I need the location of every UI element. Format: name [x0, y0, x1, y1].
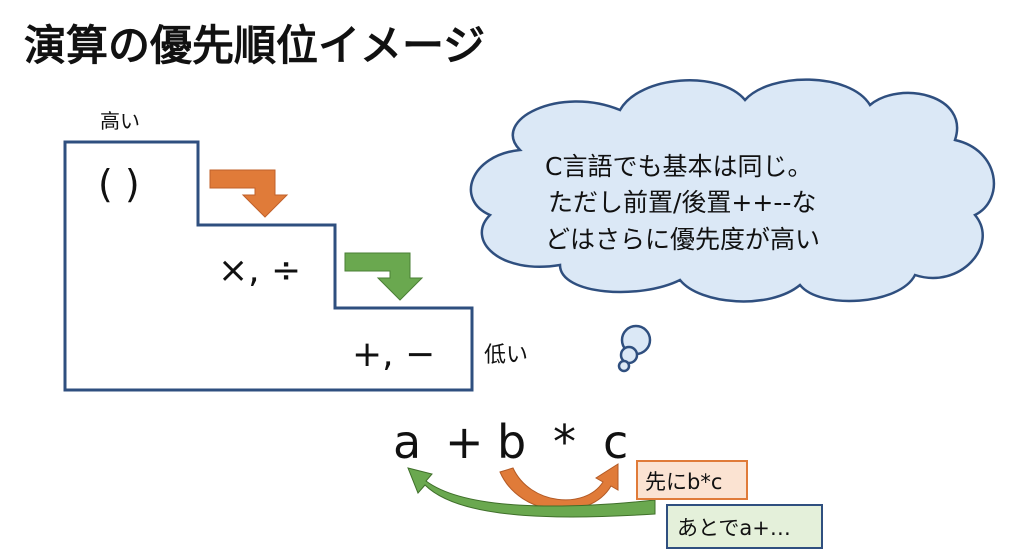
- expr-star: *: [553, 415, 576, 469]
- staircase-outline: [63, 140, 474, 392]
- level-add-subtract: +, −: [352, 334, 435, 375]
- page-title: 演算の優先順位イメージ: [24, 21, 485, 70]
- expr-plus: +: [445, 415, 484, 469]
- cloud-text-line-3: どはさらに優先度が高い: [545, 225, 820, 254]
- thought-cloud: [469, 78, 996, 373]
- orange-curved-arrow-icon: [499, 463, 619, 511]
- level-multiply-divide: ×, ÷: [218, 250, 301, 291]
- then-note-box: [666, 504, 823, 549]
- green-step-arrow-icon: [344, 252, 424, 301]
- then-note-text: あとでa+…: [677, 516, 791, 540]
- high-label: 高い: [100, 109, 140, 133]
- cloud-text-line-2: ただし前置/後置++--な: [548, 188, 816, 217]
- green-curved-arrow-icon: [407, 467, 656, 518]
- expr-c: c: [603, 415, 628, 469]
- expr-a: a: [393, 415, 421, 469]
- cloud-text-line-1: C言語でも基本は同じ。: [545, 152, 812, 181]
- low-label: 低い: [484, 343, 528, 368]
- orange-step-arrow-icon: [209, 169, 289, 218]
- first-note-box: [636, 460, 748, 500]
- expr-b: b: [497, 415, 526, 469]
- level-parentheses: ( ): [98, 162, 140, 206]
- first-note-text: 先にb*c: [645, 470, 722, 494]
